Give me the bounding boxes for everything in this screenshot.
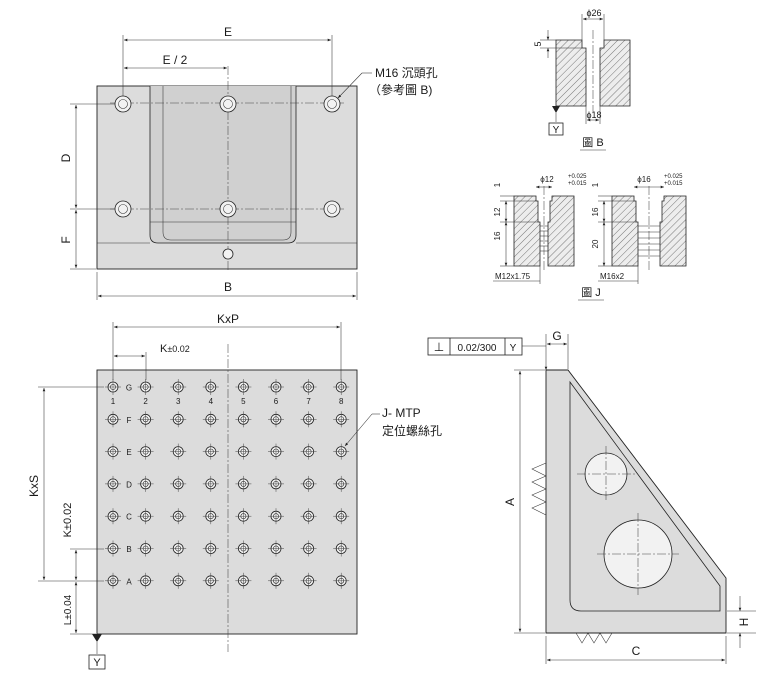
figure-j-right-tolerance-upper: +0.025 — [664, 174, 683, 180]
figure-j-left-dim-bottom: 16 — [493, 231, 502, 240]
figure-b-datum-box — [548, 122, 564, 136]
dimension-kxs-label: KxS — [27, 475, 41, 497]
column-label: 6 — [274, 397, 279, 406]
row-label: G — [126, 384, 132, 393]
figure-j-left-diameter: ϕ12 — [540, 175, 554, 184]
figure-j-left-section-left — [513, 195, 541, 267]
figure-b-depth: 5 — [533, 41, 543, 46]
figure-j-right-section-right — [659, 195, 687, 267]
row-label: C — [126, 513, 132, 522]
dimension-g-label: G — [552, 329, 561, 343]
figure-b-top-diameter: ϕ26 — [586, 8, 601, 18]
angle-plate-web — [569, 380, 721, 612]
figure-b: ϕ26 5 ϕ18 Y 圖 B — [533, 8, 631, 151]
counterbore-hole — [323, 200, 341, 218]
row-label: D — [126, 480, 132, 489]
figure-j-left-dim-top: 1 — [493, 182, 502, 187]
front-view-plate — [96, 369, 358, 635]
counterbore-hole-inner — [118, 204, 128, 214]
top-view-pocket-inner — [162, 86, 292, 241]
figure-j-right-section-left — [611, 195, 639, 267]
dimension-a-label: A — [503, 498, 517, 506]
figure-j-right-dim-mid: 16 — [591, 207, 600, 216]
column-label: 8 — [339, 397, 344, 406]
figure-j: ϕ12 +0.025 +0.015 1 12 16 M12x1.75 ϕ16 +… — [493, 174, 687, 301]
counterbore-hole-inner — [118, 99, 128, 109]
dimension-c-label: C — [632, 644, 641, 658]
callout-m16-reference: （參考圖 B) — [369, 82, 432, 97]
figure-j-right-dim-bottom: 20 — [591, 239, 600, 248]
figure-j-caption: 圖 J — [581, 286, 601, 299]
surface-finish-marks-bottom — [575, 632, 613, 644]
perpendicularity-value: 0.02/300 — [458, 343, 497, 354]
figure-b-caption: 圖 B — [582, 136, 603, 149]
surface-finish-marks-vertical — [531, 462, 547, 516]
front-view-datum: Y — [93, 657, 101, 669]
figure-b-bottom-diameter: ϕ18 — [586, 110, 601, 120]
figure-j-right-thread: M16x2 — [600, 272, 625, 281]
figure-j-right-dim-top: 1 — [591, 182, 600, 187]
dimension-e-half-label: E / 2 — [163, 53, 188, 67]
row-label: B — [126, 545, 131, 554]
figure-j-left-tolerance-upper: +0.025 — [568, 174, 587, 180]
perpendicularity-symbol: ⊥ — [434, 340, 444, 354]
row-label: E — [126, 448, 131, 457]
front-view: G F E D C B A 1 2 3 4 5 6 7 8 KxP K±0.02 KxS K±0.02 L±… — [27, 312, 442, 670]
callout-mtp-description: 定位螺絲孔 — [382, 423, 442, 438]
counterbore-hole-inner — [223, 204, 233, 214]
counterbore-hole — [114, 200, 132, 218]
row-label: F — [127, 416, 132, 425]
perpendicularity-datum: Y — [510, 343, 517, 354]
dimension-k-label: K±0.02 — [160, 343, 190, 355]
counterbore-hole-inner — [327, 204, 337, 214]
counterbore-hole-inner — [327, 99, 337, 109]
column-label: 7 — [306, 397, 311, 406]
dimension-d-label: D — [59, 153, 73, 162]
figure-j-left-thread: M12x1.75 — [495, 272, 531, 281]
counterbore-hole — [219, 200, 237, 218]
figure-j-right-tolerance-lower: +0.015 — [664, 181, 683, 187]
callout-mtp-label: J- MTP — [382, 406, 421, 420]
counterbore-hole-inner — [223, 99, 233, 109]
perpendicularity-frame — [427, 337, 523, 356]
counterbore-hole — [323, 95, 341, 113]
figure-j-right-diameter: ϕ16 — [637, 175, 651, 184]
angle-plate-body — [545, 369, 727, 634]
column-label: 5 — [241, 397, 246, 406]
dimension-k-vertical-label: K±0.02 — [62, 503, 74, 538]
figure-j-left-section-right — [547, 195, 575, 267]
row-label: A — [126, 577, 132, 586]
small-hole — [222, 248, 234, 260]
side-view: ⊥ 0.02/300 Y G A H C — [427, 329, 756, 664]
dimension-b-label: B — [224, 280, 232, 294]
column-label: 3 — [176, 397, 181, 406]
dimension-h-label: H — [737, 618, 751, 627]
counterbore-hole — [219, 95, 237, 113]
dimension-e-label: E — [224, 25, 232, 39]
callout-leader-mtp — [344, 413, 373, 447]
top-view: E E / 2 D F B M16 沉頭孔 （參考圖 B) — [59, 25, 438, 300]
figure-b-section-left — [555, 39, 587, 107]
callout-leader-m16 — [337, 72, 363, 99]
mtp-hole-grid: G F E D C B A 1 2 3 4 5 6 7 8 — [105, 379, 350, 589]
front-view-datum-box — [88, 654, 106, 670]
figure-b-datum: Y — [553, 125, 560, 136]
column-label: 2 — [143, 397, 148, 406]
figure-j-left-dim-mid: 12 — [493, 207, 502, 216]
column-label: 4 — [209, 397, 214, 406]
counterbore-hole — [114, 95, 132, 113]
dimension-f-label: F — [59, 236, 73, 243]
figure-j-left-tolerance-lower: +0.015 — [568, 181, 587, 187]
callout-m16-label: M16 沉頭孔 — [375, 66, 438, 80]
figure-b-section-right — [599, 39, 631, 107]
dimension-l-label: L±0.04 — [63, 594, 74, 625]
top-view-pocket — [149, 86, 297, 244]
top-view-holes — [114, 95, 341, 260]
dimension-kxp-label: KxP — [217, 312, 239, 326]
column-label: 1 — [111, 397, 116, 406]
